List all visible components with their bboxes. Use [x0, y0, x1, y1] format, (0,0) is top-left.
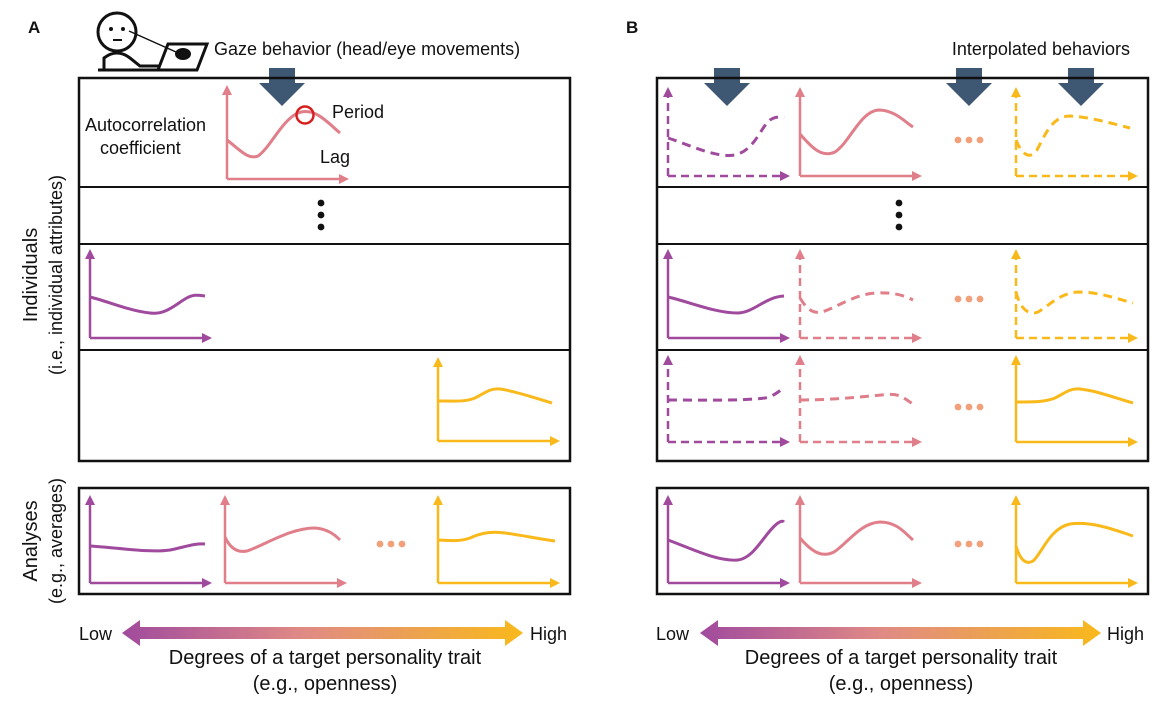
chart-b-analysis-high — [1011, 495, 1138, 588]
period-marker-icon — [295, 105, 315, 125]
trait-axis-subtitle: (e.g., openness) — [253, 673, 398, 695]
analyses-sublabel: (e.g., averages) — [46, 478, 66, 604]
ellipsis-dots-icon — [954, 540, 984, 548]
interpolated-behaviors-label: Interpolated behaviors — [952, 39, 1130, 59]
chart-b-row1-low-dashed — [663, 87, 790, 181]
person-at-screen-icon — [96, 11, 210, 72]
ellipsis-dots-icon — [954, 136, 984, 144]
autocorrelation-label: Autocorrelation — [85, 115, 206, 135]
ellipsis-icon — [317, 199, 325, 231]
gaze-behavior-label: Gaze behavior (head/eye movements) — [214, 39, 520, 59]
chart-b-row3-high-dashed — [1011, 249, 1138, 343]
chart-b-row3-mid-dashed — [795, 249, 922, 343]
chart-b-row4-high — [1011, 355, 1138, 447]
chart-b-row3-low — [663, 249, 790, 343]
chart-b-row4-mid-dashed — [795, 355, 922, 447]
chart-a-row4-high — [433, 357, 560, 446]
trait-high-label: High — [1107, 624, 1144, 644]
chart-b-analysis-mid — [795, 495, 922, 588]
chart-b-analysis-low — [663, 495, 790, 588]
chart-a-row3-low — [85, 249, 212, 343]
chart-b-row1-mid — [795, 87, 922, 181]
trait-gradient-arrow — [122, 620, 523, 646]
period-label: Period — [332, 102, 384, 122]
individuals-label: Individuals — [20, 228, 42, 323]
analyses-label: Analyses — [20, 500, 42, 581]
ellipsis-dots-icon — [376, 540, 406, 548]
panel-a-analyses-frame — [77, 486, 572, 596]
trait-axis-title: Degrees of a target personality trait — [169, 647, 482, 669]
down-arrow-icon — [1058, 68, 1104, 106]
individuals-sublabel: (i.e., individual attributes) — [46, 175, 66, 375]
chart-a-analysis-low — [85, 495, 212, 588]
panel-b-individuals-frame — [655, 76, 1150, 463]
autocorrelation-label-line2: coefficient — [100, 138, 181, 158]
trait-low-label: Low — [79, 624, 113, 644]
axis-y-arrowhead — [222, 85, 232, 95]
panel-b-analyses-frame — [655, 486, 1150, 596]
panel-a-letter: A — [28, 18, 40, 37]
trait-high-label: High — [530, 624, 567, 644]
trait-axis-title: Degrees of a target personality trait — [745, 647, 1058, 669]
ellipsis-dots-icon — [954, 295, 984, 303]
axis-x-arrowhead — [339, 174, 349, 184]
individuals-row-label: Individuals (i.e., individual attributes… — [20, 175, 66, 375]
chart-b-row4-low-dashed — [663, 355, 790, 447]
trait-low-label: Low — [656, 624, 690, 644]
chart-b-row1-high-dashed — [1011, 87, 1138, 181]
down-arrow-icon — [946, 68, 992, 106]
down-arrow-icon — [704, 68, 750, 106]
down-arrow-icon — [259, 68, 305, 106]
trait-axis-subtitle: (e.g., openness) — [829, 673, 974, 695]
panel-a-individuals-frame — [77, 76, 572, 463]
analyses-row-label: Analyses (e.g., averages) — [20, 478, 66, 604]
chart-a-analysis-mid — [220, 495, 347, 588]
curve — [226, 110, 341, 159]
chart-a-row1-mid — [222, 85, 349, 184]
ellipsis-dots-icon — [954, 403, 984, 411]
trait-gradient-arrow — [700, 620, 1101, 646]
chart-a-analysis-high — [433, 495, 560, 588]
ellipsis-icon — [895, 199, 903, 231]
lag-label: Lag — [320, 147, 350, 167]
panel-b-letter: B — [626, 18, 638, 37]
